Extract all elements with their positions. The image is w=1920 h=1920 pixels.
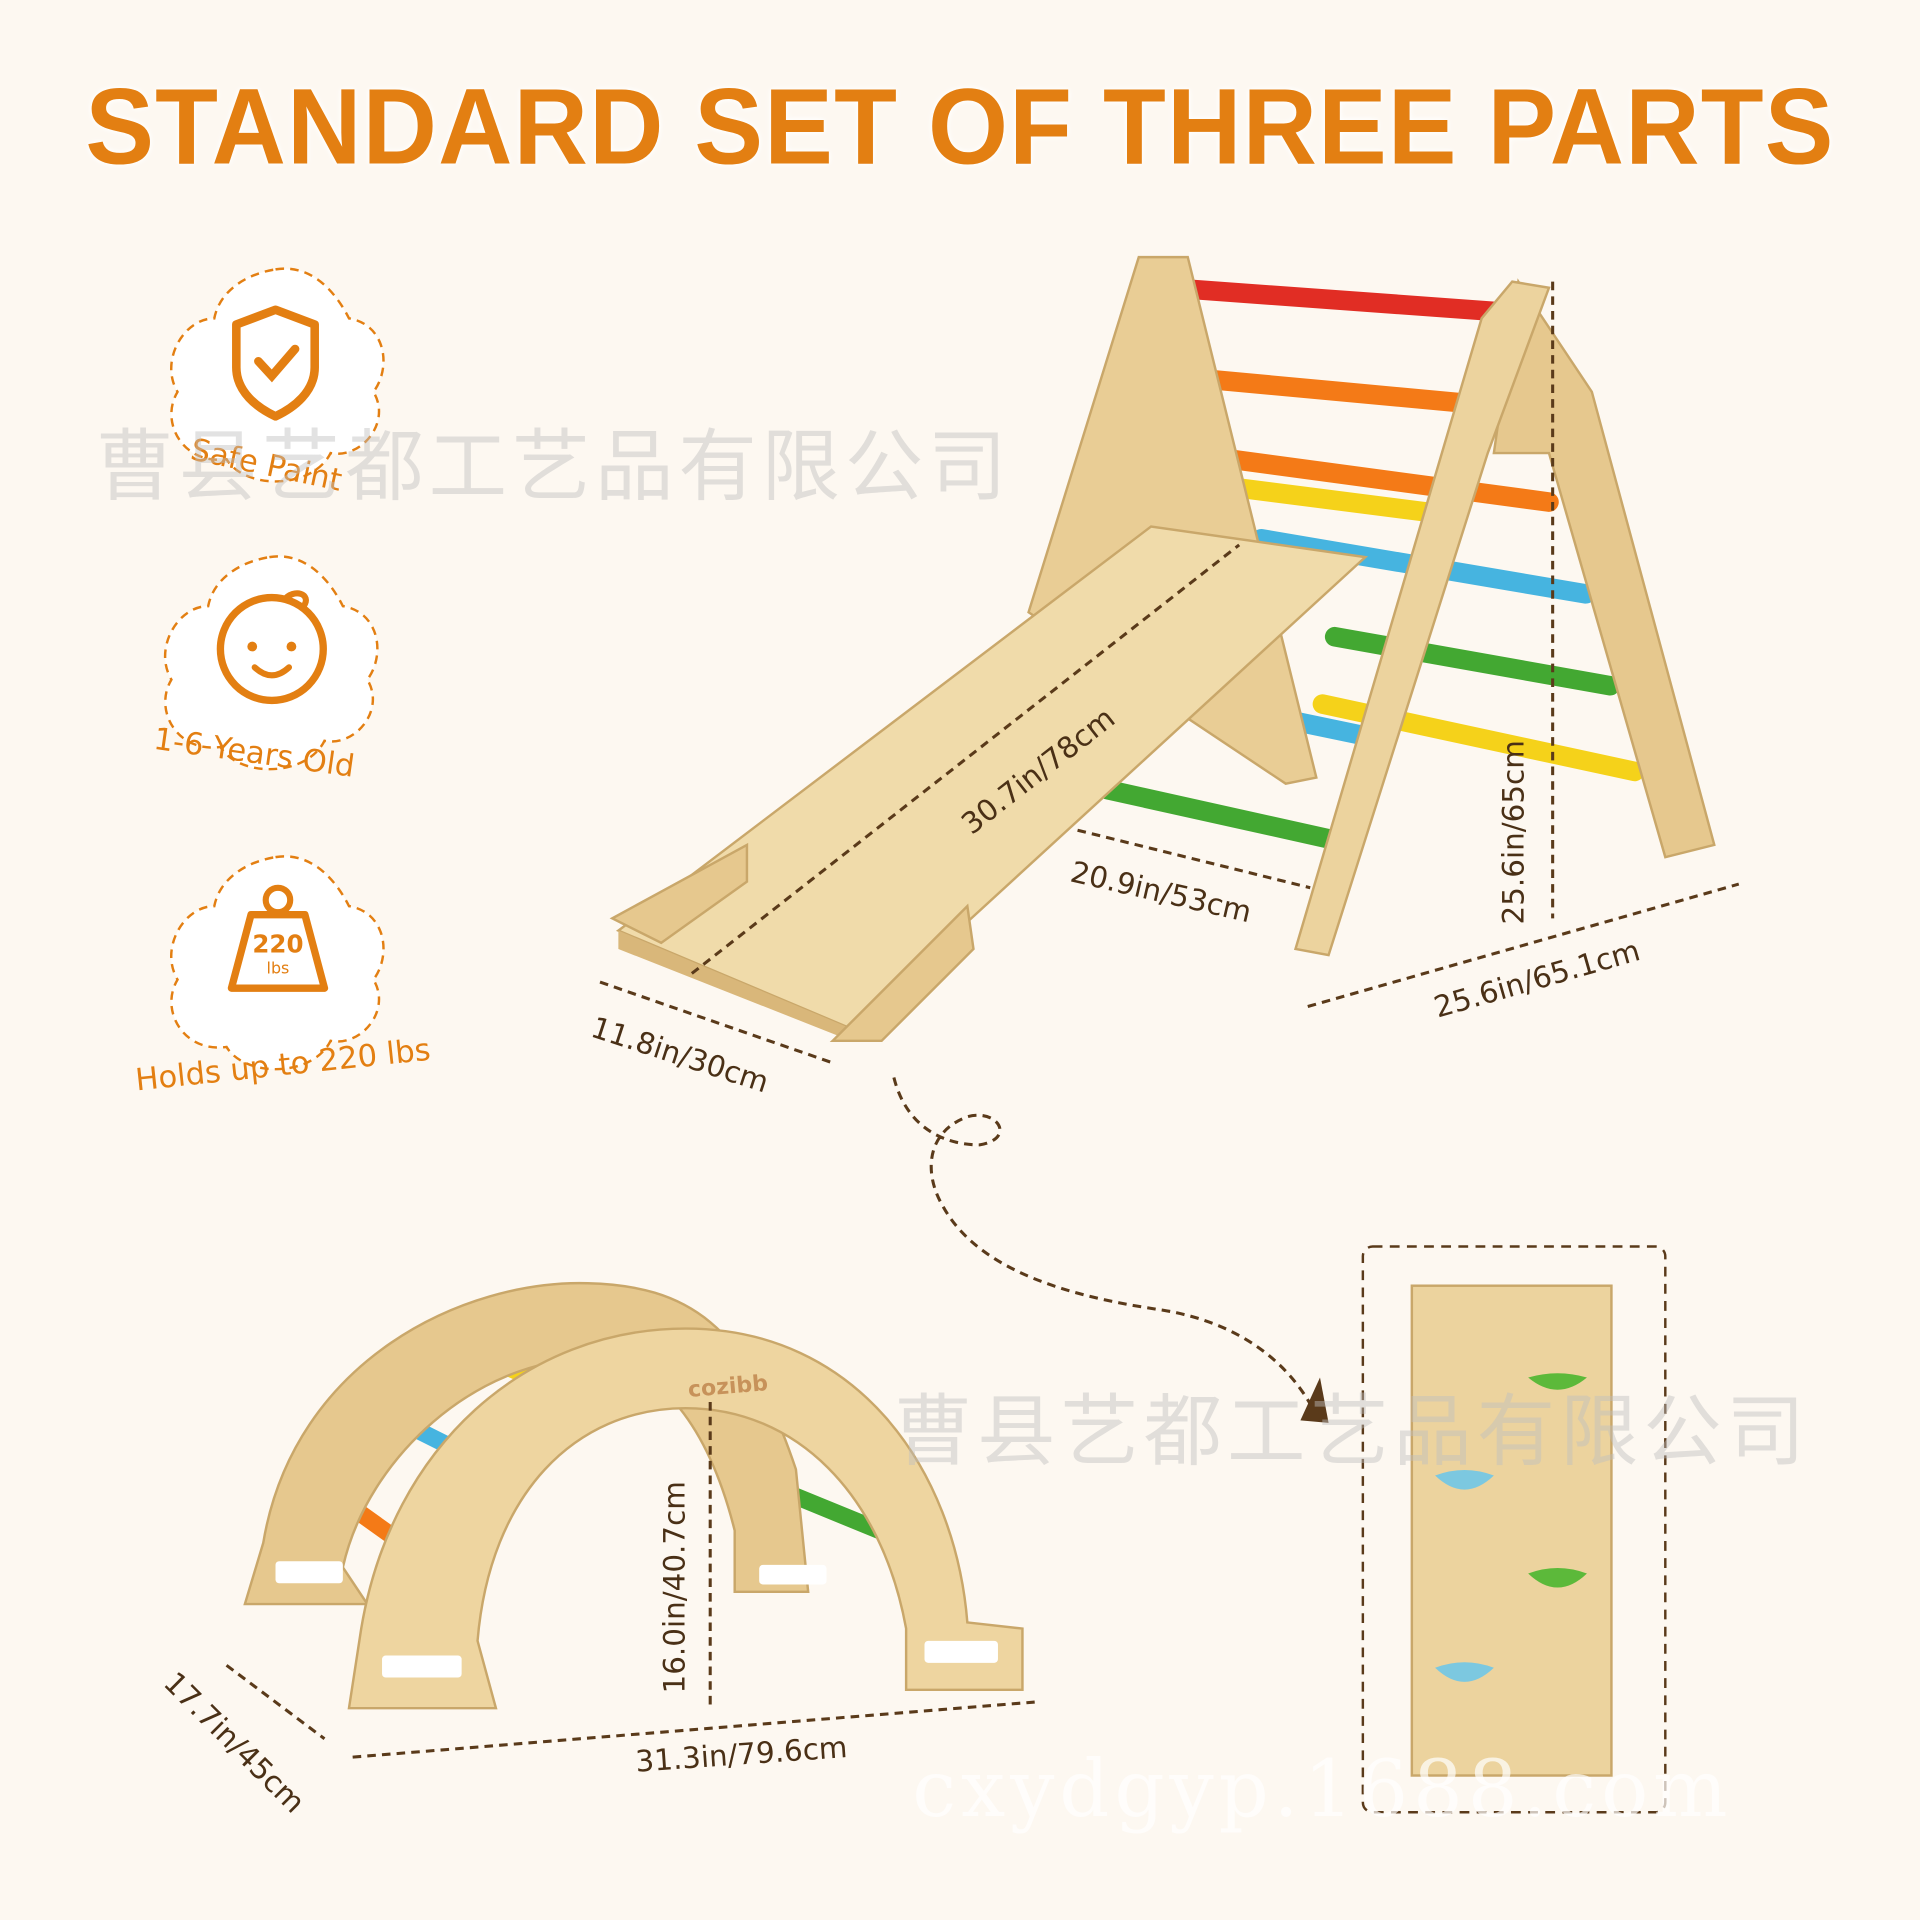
feature-weight: 220 lbs Holds up to 220 lbs — [134, 851, 432, 1098]
climbing-arch: cozibb — [243, 1282, 1024, 1710]
dim-triangle-height: 25.6in/65cm — [1496, 740, 1531, 925]
weight-unit: lbs — [267, 958, 290, 977]
weight-value: 220 — [252, 930, 303, 959]
feature-safe-paint: Safe Paint — [153, 263, 398, 508]
page-title: STANDARD SET OF THREE PARTS — [85, 65, 1835, 187]
watermark-site: cxydgyp.1688.com — [912, 1744, 1733, 1836]
slide-ramp — [609, 525, 1369, 1043]
baby-face-icon — [163, 555, 379, 771]
arrow-head-icon — [1300, 1377, 1329, 1423]
watermark-company: 曹县艺都工艺品有限公司 — [893, 1387, 1810, 1478]
shield-check-icon — [170, 267, 385, 483]
pikler-triangle — [1027, 255, 1716, 957]
feature-age: 1-6 Years Old — [147, 551, 392, 796]
dimension-lines — [225, 281, 1740, 1759]
weight-icon: 220 lbs — [170, 855, 385, 1071]
climbing-board — [1361, 1245, 1667, 1814]
dim-arch-height: 16.0in/40.7cm — [657, 1481, 692, 1694]
watermark-company: 曹县艺都工艺品有限公司 — [95, 422, 1012, 514]
